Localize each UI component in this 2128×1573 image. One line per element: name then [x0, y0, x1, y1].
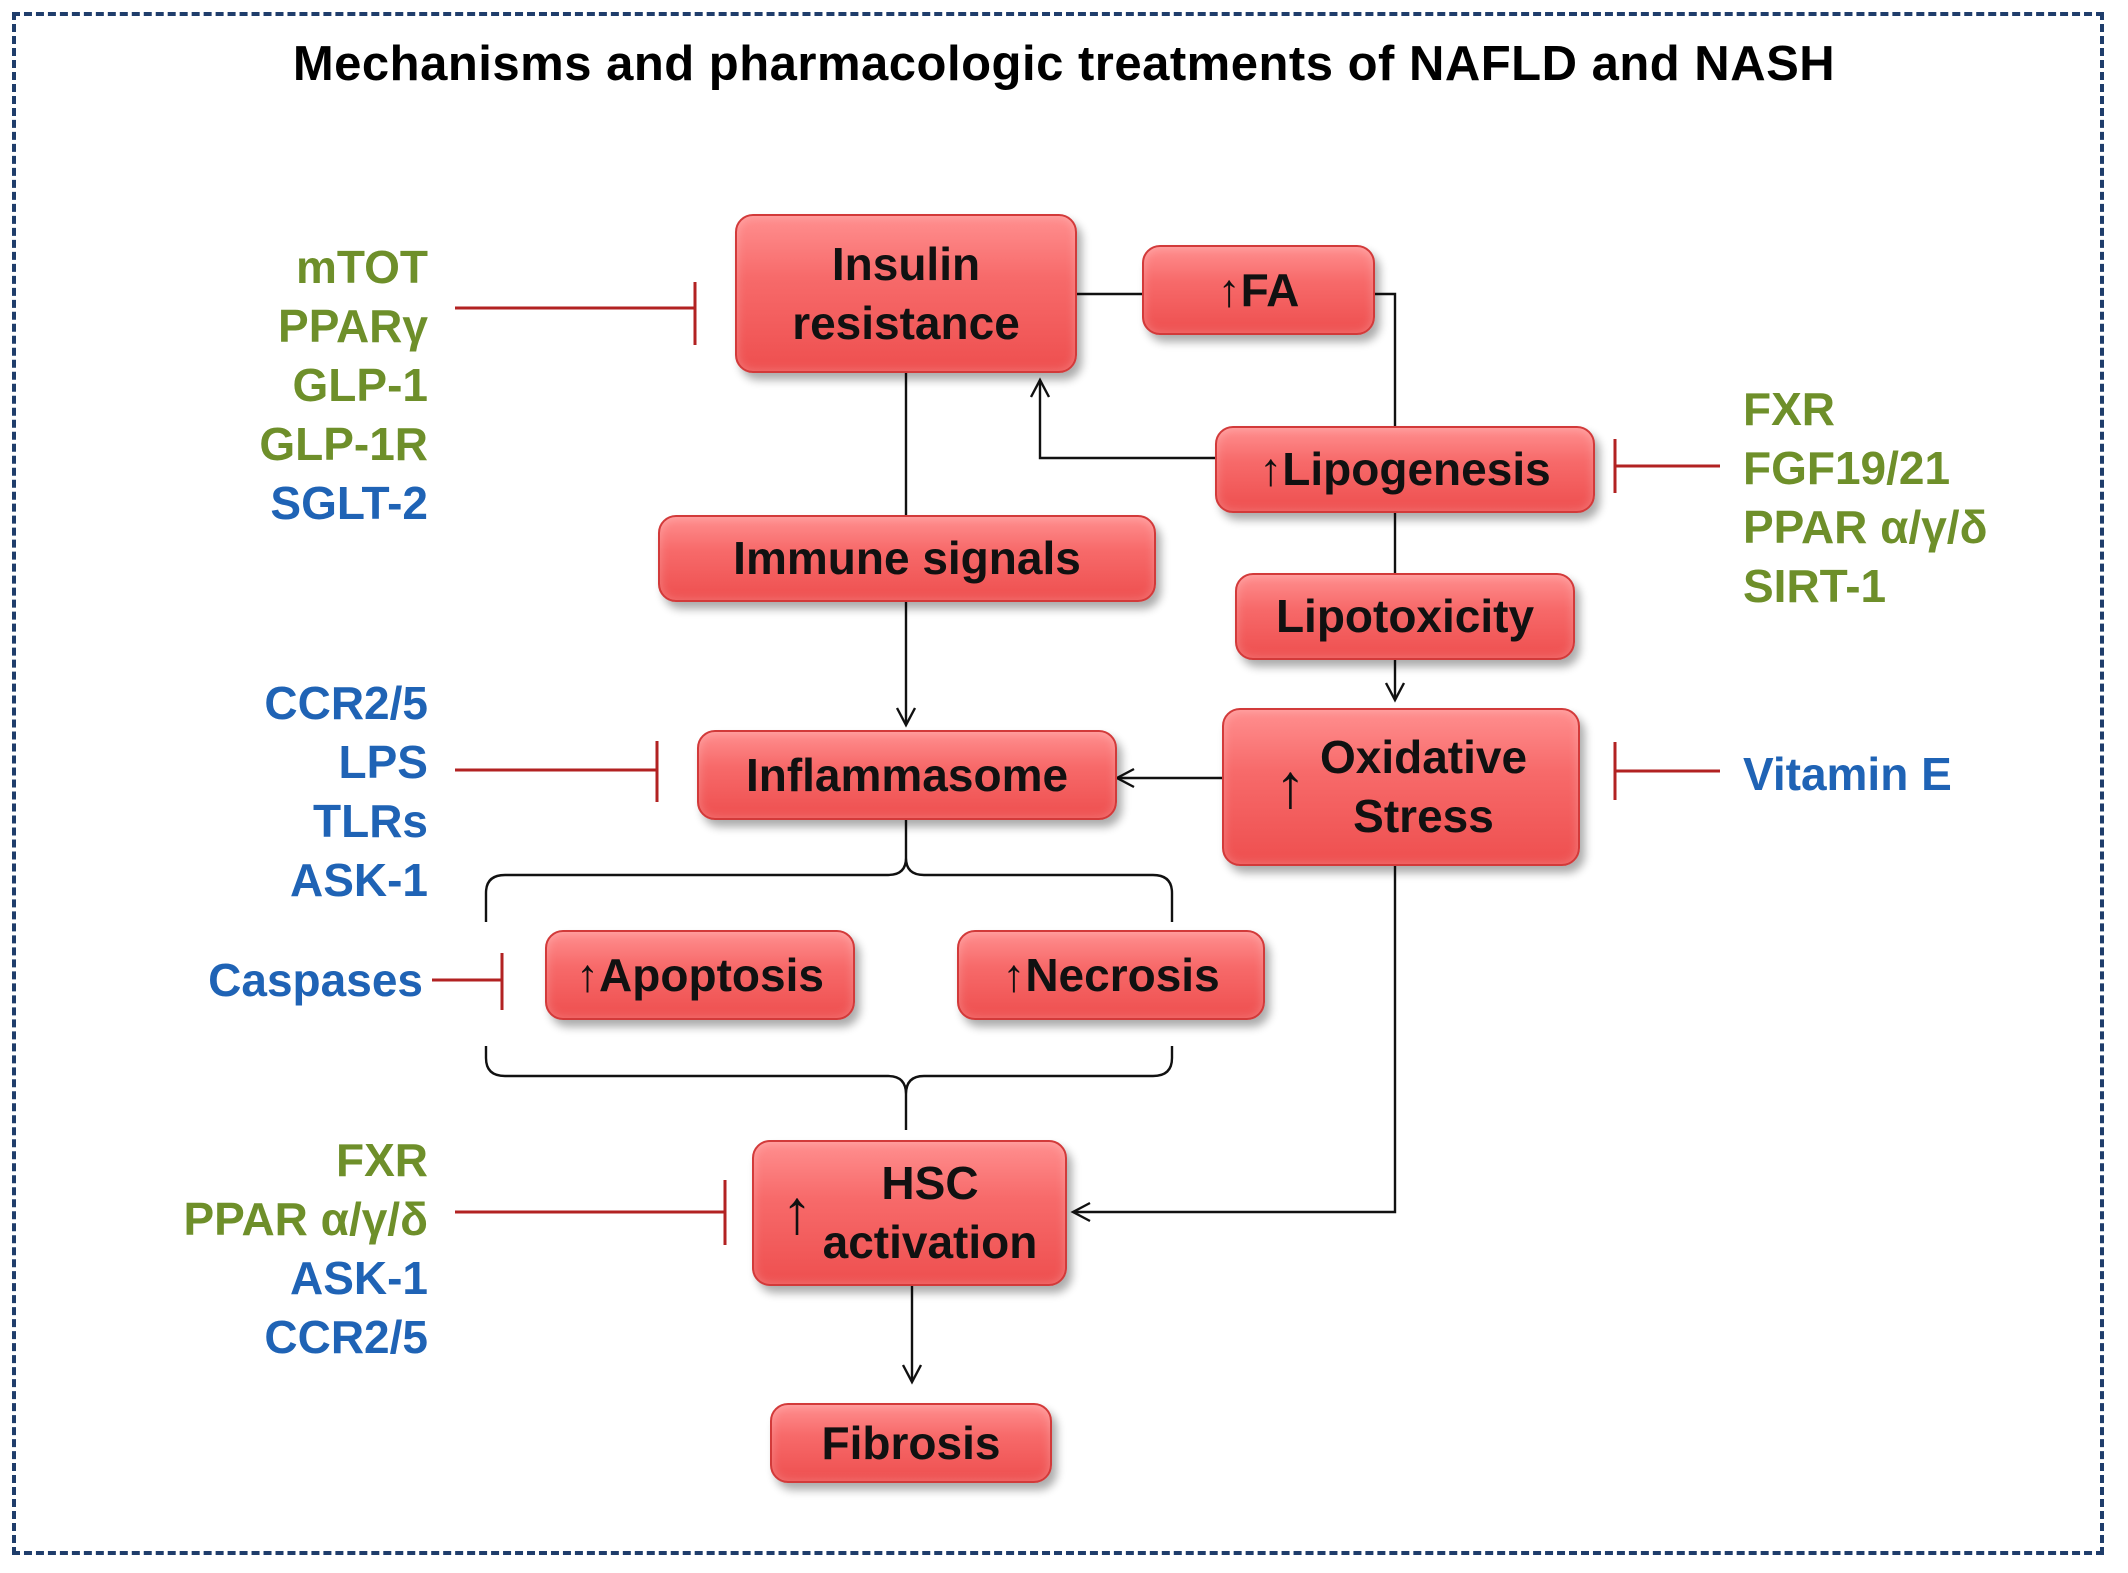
- node-inflammasome: Inflammasome: [697, 730, 1117, 820]
- drug-target: CCR2/5: [264, 1311, 428, 1363]
- drug-target: TLRs: [313, 795, 428, 847]
- node-oxidative-stress: ↑ Oxidative Stress: [1222, 708, 1580, 866]
- drug-target: PPAR α/γ/δ: [1743, 501, 1988, 553]
- drug-target: LPS: [338, 736, 428, 788]
- node-hsc-activation-line2: activation: [822, 1216, 1038, 1268]
- inhibitor-inflammasome: [455, 741, 659, 802]
- node-necrosis: ↑Necrosis: [957, 930, 1265, 1020]
- node-fibrosis-label: Fibrosis: [821, 1416, 1001, 1469]
- arrow-oxidative-to-hsc: [1070, 866, 1397, 1223]
- node-apoptosis-label: Apoptosis: [599, 948, 824, 1001]
- node-apoptosis: ↑Apoptosis: [545, 930, 855, 1020]
- node-lipotoxicity: Lipotoxicity: [1235, 573, 1575, 660]
- inhibitor-apoptosis: [432, 953, 504, 1010]
- drug-list-apoptosis: Caspases: [208, 951, 423, 1010]
- drug-list-oxidative-stress: Vitamin E: [1743, 745, 1952, 804]
- brace-hsc-merge: [484, 1046, 1174, 1130]
- node-hsc-activation-line1: HSC: [881, 1157, 979, 1210]
- up-arrow-icon: ↑: [576, 948, 600, 1001]
- inhibitor-hsc-activation: [455, 1180, 727, 1245]
- up-arrow-icon: ↑: [781, 1178, 813, 1248]
- drug-target: PPAR α/γ/δ: [183, 1193, 429, 1245]
- brace-inflammasome-split: [484, 820, 1174, 922]
- node-immune-signals-label: Immune signals: [733, 532, 1081, 585]
- drug-target: mTOT: [295, 241, 428, 293]
- drug-target: ASK-1: [289, 1252, 428, 1304]
- dashed-frame: [12, 12, 2104, 1555]
- node-insulin-resistance-line1: Insulin: [831, 237, 981, 290]
- drug-target: Caspases: [208, 954, 423, 1006]
- node-necrosis-label: Necrosis: [1025, 948, 1220, 1001]
- drug-target: FXR: [336, 1134, 428, 1186]
- drug-target: SIRT-1: [1743, 560, 1887, 612]
- up-arrow-icon: ↑: [1217, 263, 1241, 316]
- drug-target: ASK-1: [289, 854, 428, 906]
- up-arrow-icon: ↑: [1002, 948, 1026, 1001]
- drug-target: GLP-1R: [259, 418, 428, 470]
- drug-target: GLP-1: [292, 359, 428, 411]
- connector-fa-to-lipogenesis: [1375, 292, 1397, 426]
- node-insulin-resistance-line2: resistance: [792, 296, 1020, 349]
- node-hsc-activation: ↑ HSC activation: [752, 1140, 1067, 1286]
- drug-target: FGF19/21: [1743, 442, 1951, 494]
- node-fa-label: FA: [1240, 263, 1300, 316]
- drug-target: Vitamin E: [1743, 748, 1952, 800]
- node-fa: ↑FA: [1142, 245, 1375, 335]
- drug-target: SGLT-2: [270, 477, 428, 529]
- up-arrow-icon: ↑: [1274, 752, 1306, 822]
- drug-target: PPARγ: [278, 300, 428, 352]
- inhibitor-lipogenesis: [1613, 439, 1720, 493]
- inhibitor-oxidative-stress: [1613, 742, 1720, 800]
- node-oxidative-stress-line1: Oxidative: [1319, 731, 1528, 784]
- node-oxidative-stress-line2: Stress: [1353, 790, 1494, 842]
- node-lipogenesis: ↑Lipogenesis: [1215, 426, 1595, 513]
- drug-target: CCR2/5: [264, 677, 428, 729]
- node-lipogenesis-label: Lipogenesis: [1282, 443, 1551, 496]
- node-insulin-resistance: Insulin resistance: [735, 214, 1077, 373]
- node-immune-signals: Immune signals: [658, 515, 1156, 602]
- node-lipotoxicity-label: Lipotoxicity: [1275, 590, 1535, 643]
- diagram-title: Mechanisms and pharmacologic treatments …: [292, 37, 1836, 91]
- node-inflammasome-label: Inflammasome: [745, 748, 1069, 801]
- inhibitor-insulin-resistance: [455, 282, 697, 345]
- arrow-lipogenesis-to-insulin: [1029, 377, 1215, 460]
- node-fibrosis: Fibrosis: [770, 1403, 1052, 1483]
- drug-target: FXR: [1743, 383, 1835, 435]
- up-arrow-icon: ↑: [1259, 443, 1283, 496]
